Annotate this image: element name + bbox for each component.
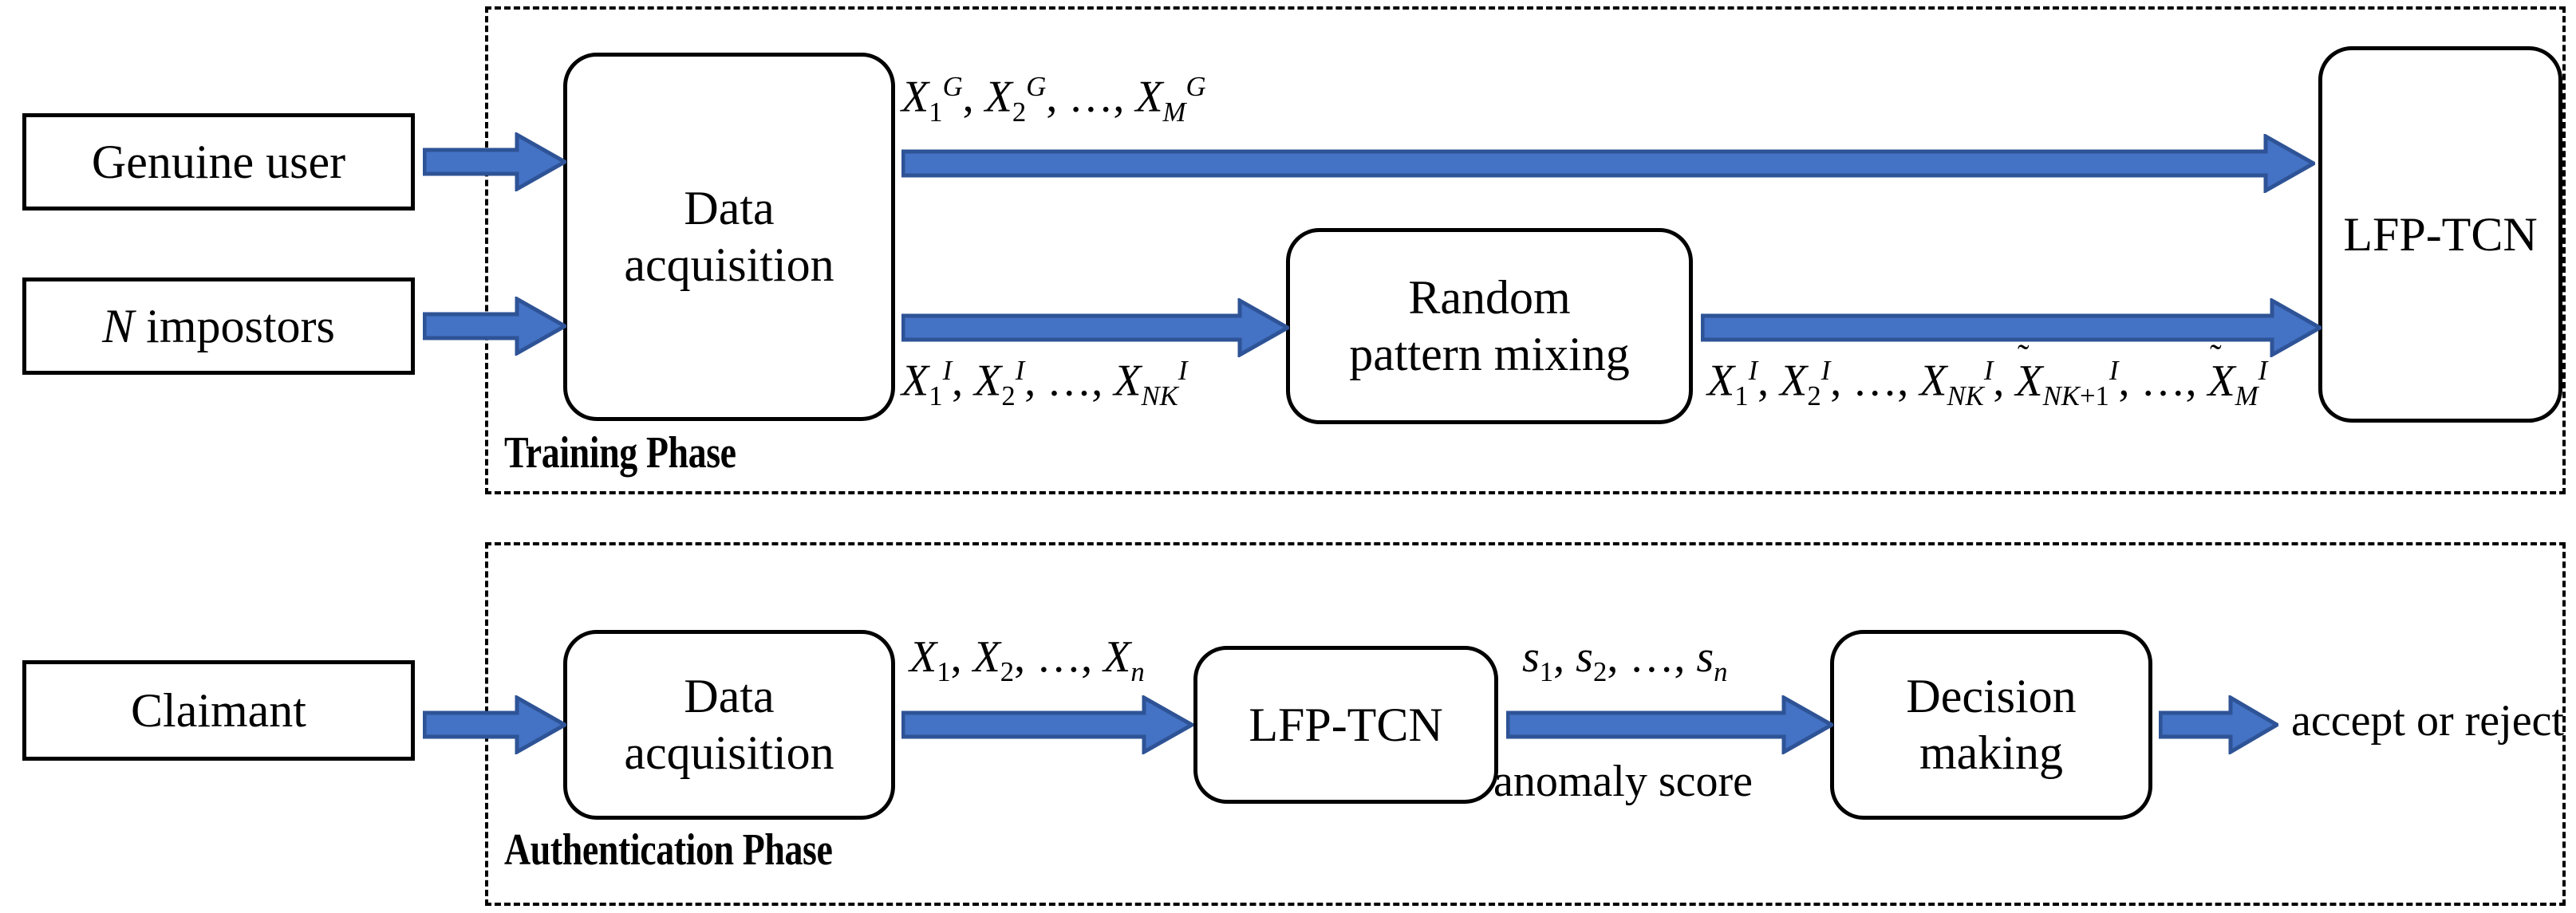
process-line-1: LFP-TCN: [1249, 698, 1443, 751]
arrow-acquisition-to-mixing: [901, 298, 1289, 357]
process-line-1: Data: [684, 670, 775, 723]
source-label-claimant: Claimant: [131, 683, 306, 737]
arrow-genuine-to-acquisition: [423, 132, 566, 191]
process-box-decision-making[interactable]: Decision making: [1830, 630, 2152, 820]
process-line-2: acquisition: [624, 238, 834, 291]
process-line-1: Random: [1408, 271, 1571, 325]
flow-label-score-stream: s1, s2, …, sn: [1522, 632, 1728, 688]
process-line-1: Decision: [1906, 670, 2077, 723]
process-box-random-pattern-mixing[interactable]: Random pattern mixing: [1286, 228, 1693, 424]
arrow-claimant-to-acquisition: [423, 695, 566, 754]
process-line-2: acquisition: [624, 726, 834, 779]
process-box-data-acquisition-training[interactable]: Data acquisition: [563, 53, 895, 421]
process-box-lfp-tcn-auth[interactable]: LFP-TCN: [1193, 646, 1498, 804]
source-box-claimant[interactable]: Claimant: [22, 660, 415, 761]
arrow-acquisition-to-lfptcn-auth: [901, 695, 1193, 754]
source-label-genuine-user: Genuine user: [91, 135, 346, 188]
training-phase-container: [485, 6, 2566, 494]
arrow-acquisition-to-lfptcn-training: [901, 134, 2315, 193]
arrow-mixing-to-lfptcn: [1701, 298, 2322, 357]
process-line-2: pattern mixing: [1349, 328, 1630, 380]
authentication-phase-label: Authentication Phase: [504, 825, 833, 875]
output-label-accept-or-reject: accept or reject: [2291, 696, 2564, 746]
arrow-impostors-to-acquisition: [423, 297, 566, 356]
process-line-1: LFP-TCN: [2343, 207, 2538, 261]
source-label-impostors: N impostors: [102, 299, 335, 354]
arrow-decision-to-result: [2159, 695, 2278, 754]
source-box-genuine-user[interactable]: Genuine user: [22, 113, 415, 211]
training-phase-label: Training Phase: [504, 428, 736, 478]
flow-label-claimant-stream: X1, X2, …, Xn: [909, 632, 1145, 688]
flow-caption-anomaly-score: anomaly score: [1493, 757, 1753, 806]
process-line-1: Data: [684, 182, 775, 235]
process-line-2: making: [1919, 726, 2063, 779]
flow-label-mixed-stream: X1I, X2I, …, XNKI, X˜NK+1I, …, X˜MI: [1707, 337, 2268, 411]
impostors-word: impostors: [134, 299, 335, 352]
arrow-lfptcn-to-decision: [1506, 695, 1833, 754]
process-box-data-acquisition-auth[interactable]: Data acquisition: [563, 630, 895, 820]
flow-label-genuine-stream: X1G, X2G, …, XMG: [901, 71, 1206, 128]
flow-label-impostor-stream: X1I, X2I, …, XNKI: [901, 355, 1188, 411]
source-box-impostors[interactable]: N impostors: [22, 277, 415, 375]
process-box-lfp-tcn-training[interactable]: LFP-TCN: [2318, 46, 2562, 423]
impostors-count-symbol: N: [102, 299, 135, 352]
